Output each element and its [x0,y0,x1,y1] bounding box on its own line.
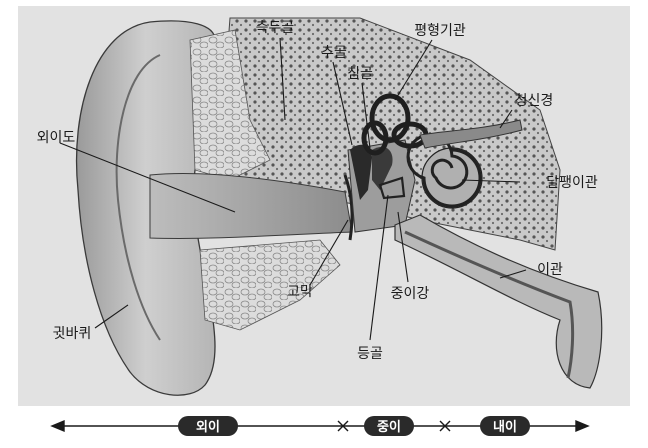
label-semicircular-canals: 평형기관 [414,23,466,39]
leader-temporal-bone [279,37,286,121]
leader-eardrum [309,219,349,286]
eustachian-tube-lumen [404,230,575,379]
leader-nerve [499,109,513,129]
leader-cochlea [461,179,521,183]
label-incus: 침골 [347,66,373,82]
region-bar [50,416,590,436]
region-middle-label: 중이 [377,419,401,435]
leader-ear-canal [59,142,236,213]
region-middle-pill [364,416,414,436]
region-outer-pill [178,416,238,436]
leader-malleus [332,61,353,146]
label-stapes: 등골 [357,346,383,362]
region-arrow-left [50,419,65,433]
label-pinna: 귓바퀴 [53,326,92,342]
label-eardrum: 고막 [287,284,313,300]
leader-incus [361,82,371,149]
region-divider-4 [439,420,451,432]
leader-pinna [94,304,129,329]
pinna-inner-fold [115,54,161,341]
label-cochlea: 달팽이관 [546,175,598,191]
leader-eustachian [499,269,527,279]
eardrum-shape [343,174,354,241]
region-inner-label: 내이 [493,419,517,435]
region-inner-pill [480,416,530,436]
leader-middle-ear [397,211,409,283]
label-ear-canal: 외이도 [37,130,76,146]
upper-soft-tissue [189,29,271,181]
eustachian-tube-shape [394,214,603,389]
label-temporal-bone: 측두골 [256,20,295,36]
lower-soft-tissue [199,239,341,331]
label-eustachian-tube: 이관 [537,262,563,278]
illustration [18,6,630,406]
region-outer-label: 외이 [196,419,220,435]
auditory-nerve-shape [419,119,523,149]
region-arrow-right [575,419,590,433]
incus-shape [372,146,393,190]
malleus-shape [350,144,372,200]
leader-lines [59,37,527,341]
stapes-shape [378,176,406,200]
leader-semicircular [394,39,433,101]
leader-stapes [369,194,389,341]
label-middle-ear-cavity: 중이강 [391,286,430,302]
label-malleus: 추골 [321,45,347,61]
region-divider-2 [337,420,349,432]
labels: 측두골 추골 침골 평형기관 청신경 외이도 달팽이관 이관 고막 중이강 귓바… [37,20,598,362]
label-vestibulocochlear-nerve: 청신경 [515,93,554,109]
